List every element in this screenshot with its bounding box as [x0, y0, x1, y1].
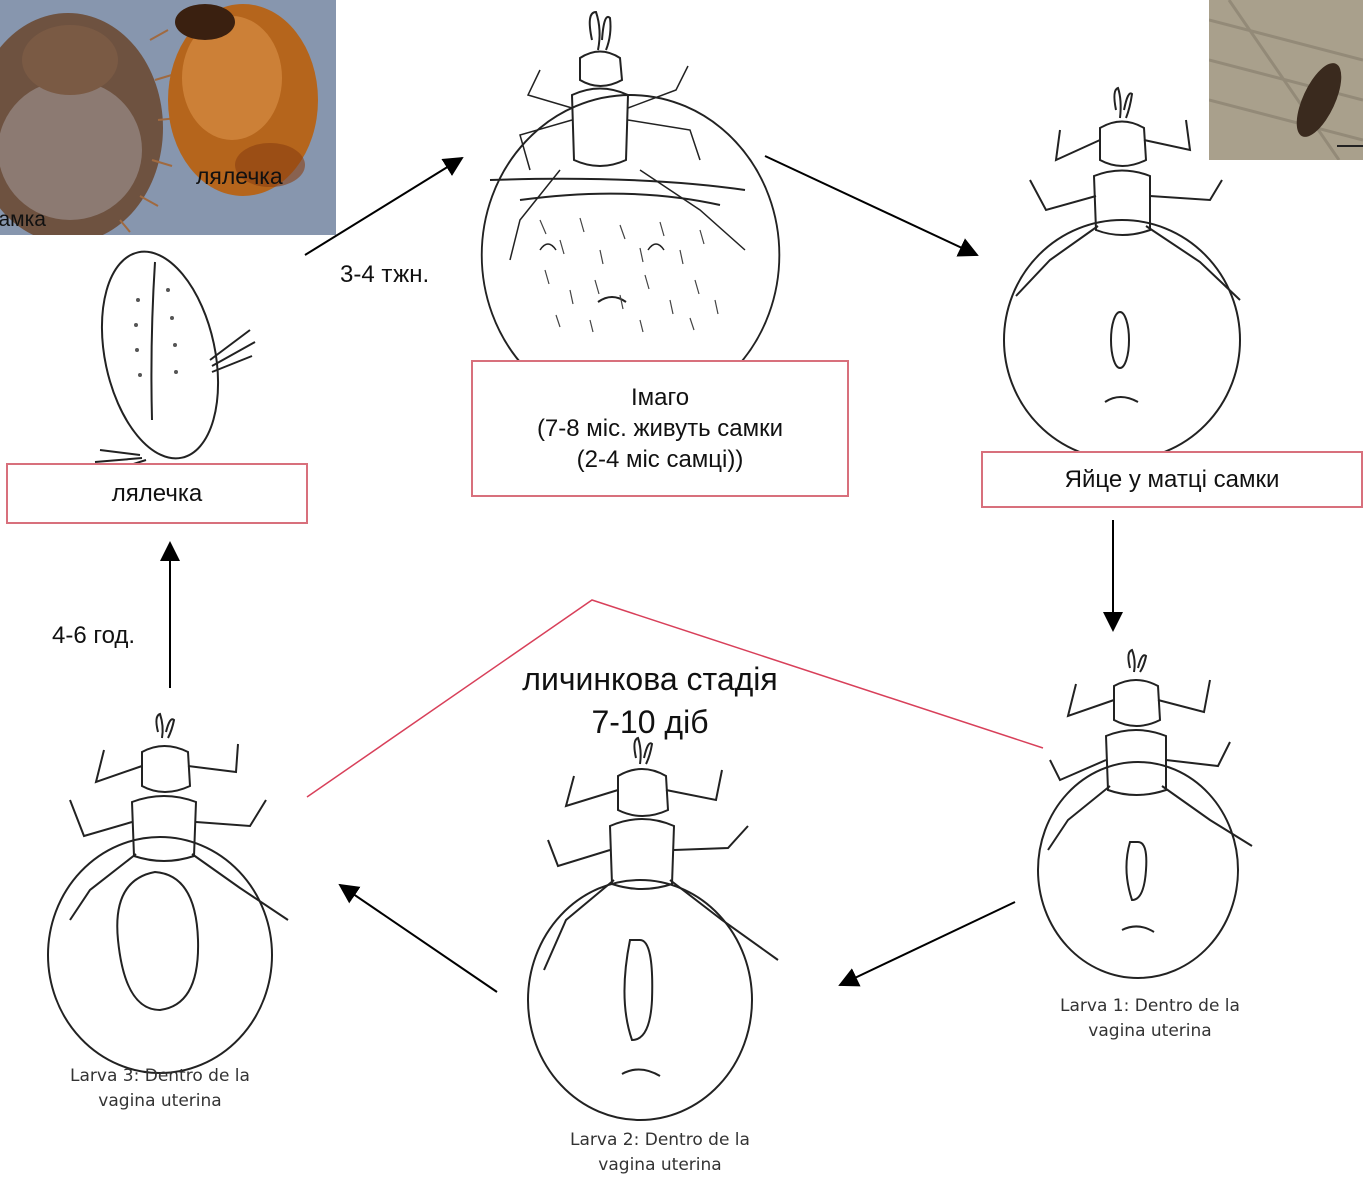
- larva1-sketch: [1038, 650, 1252, 978]
- box-adult-line3: (2-4 міс самці)): [577, 444, 744, 475]
- box-pupa: лялечка: [6, 463, 308, 524]
- box-adult-line2: (7-8 міс. живуть самки: [537, 413, 783, 444]
- caption-larva3: Larva 3: Dentro de la vagina uterina: [30, 1064, 290, 1113]
- caption-larva1-line2: vagina uterina: [1020, 1019, 1280, 1044]
- larval-stage-label: личинкова стадія 7-10 діб: [490, 658, 810, 744]
- larval-stage-title: личинкова стадія: [490, 658, 810, 701]
- larval-stage-duration: 7-10 діб: [490, 701, 810, 744]
- box-adult: Імаго (7-8 міс. живуть самки (2-4 міс са…: [471, 360, 849, 497]
- arrow-adult-to-egg: [765, 156, 977, 255]
- box-egg: Яйце у матці самки: [981, 451, 1363, 508]
- box-pupa-text: лялечка: [112, 478, 202, 509]
- pupa-sketch: [84, 241, 255, 472]
- larva2-sketch: [528, 738, 778, 1120]
- caption-larva2: Larva 2: Dentro de la vagina uterina: [530, 1128, 790, 1177]
- caption-larva2-line1: Larva 2: Dentro de la: [530, 1128, 790, 1153]
- caption-larva2-line2: vagina uterina: [530, 1153, 790, 1178]
- arrow-larva1-to-larva2: [840, 902, 1015, 985]
- arrow-larva2-to-larva3: [340, 885, 497, 992]
- cycle-arrows: [170, 156, 1113, 992]
- caption-larva1: Larva 1: Dentro de la vagina uterina: [1020, 994, 1280, 1043]
- caption-larva1-line1: Larva 1: Dentro de la: [1020, 994, 1280, 1019]
- box-egg-text: Яйце у матці самки: [1065, 464, 1280, 495]
- label-pupa-to-adult-duration: 3-4 тжн.: [340, 261, 429, 289]
- egg-female-sketch: [1004, 88, 1240, 460]
- larva3-sketch: [48, 714, 288, 1073]
- box-adult-line1: Імаго: [631, 382, 689, 413]
- label-larva-to-pupa-duration: 4-6 год.: [52, 622, 135, 650]
- adult-sketch: [482, 12, 780, 415]
- arrow-pupa-to-adult: [305, 158, 462, 255]
- caption-larva3-line1: Larva 3: Dentro de la: [30, 1064, 290, 1089]
- caption-larva3-line2: vagina uterina: [30, 1089, 290, 1114]
